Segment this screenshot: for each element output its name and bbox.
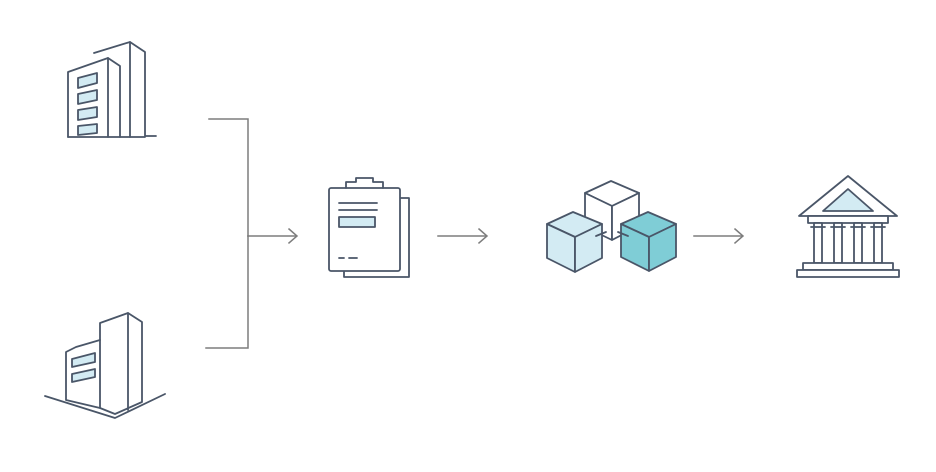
cube-left	[546, 211, 603, 273]
converging-connector	[205, 118, 299, 349]
blockchain-cubes-icon	[546, 180, 677, 273]
cube-right	[620, 211, 677, 272]
arrow-blocks-to-institution	[693, 227, 745, 245]
connector-line-bottom	[205, 235, 249, 349]
clipboard-document-icon	[328, 177, 410, 278]
arrowhead-1	[287, 227, 299, 245]
office-building-icon	[67, 41, 157, 138]
bank-institution-icon	[796, 175, 900, 278]
arrow-document-to-blocks	[437, 227, 489, 245]
corner-building-icon	[44, 312, 166, 419]
connector-line-top	[208, 118, 249, 237]
